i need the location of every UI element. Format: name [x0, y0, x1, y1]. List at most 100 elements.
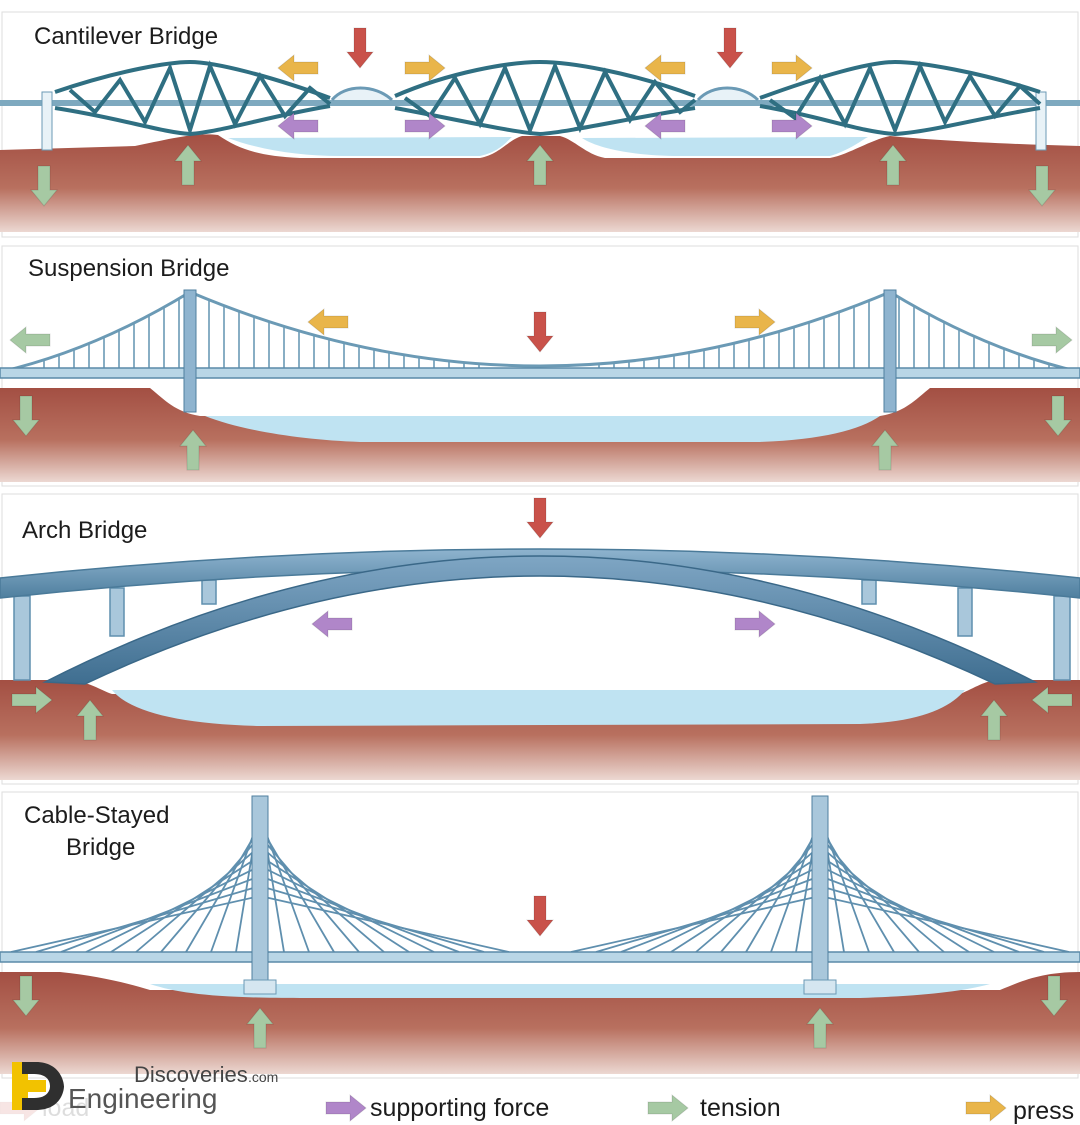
legend-compression-label: press — [1013, 1097, 1074, 1125]
suspension-main-cable — [189, 290, 891, 368]
tension-arrow — [1027, 165, 1057, 207]
cable-stayed-pylon-right — [811, 795, 829, 983]
tension-arrow — [75, 699, 105, 741]
tension-arrow — [29, 165, 59, 207]
legend-tension-label: tension — [700, 1094, 781, 1122]
cable-stayed-deck — [0, 951, 1080, 963]
watermark-brand-line1: Discoveries — [134, 1062, 248, 1087]
stay-cable — [819, 875, 1020, 953]
cantilever-right-abutment — [1035, 91, 1047, 151]
tension-arrow — [11, 975, 41, 1017]
cantilever-water-right — [582, 137, 868, 156]
tension-arrow — [9, 325, 51, 355]
stay-cable — [259, 885, 485, 953]
supporting-force-arrow — [734, 609, 776, 639]
stay-cable — [819, 885, 1045, 953]
cable-stayed-pylon-left — [251, 795, 269, 983]
suspension-tower-right — [883, 289, 897, 413]
legend-supporting-force-arrow — [325, 1093, 367, 1123]
supporting-force-arrow — [311, 609, 353, 639]
compression-arrow — [734, 307, 776, 337]
cable-stayed-pier-left — [243, 979, 277, 995]
tension-arrow — [11, 685, 53, 715]
stay-cable — [819, 825, 895, 953]
tension-arrow — [805, 1007, 835, 1049]
tension-arrow — [1031, 685, 1073, 715]
suspension-cable-right-backstay — [889, 290, 1080, 374]
tension-arrow — [1043, 395, 1073, 437]
supporting-force-arrow — [771, 111, 813, 141]
compression-arrow — [404, 53, 446, 83]
force-arrows — [9, 27, 1073, 1049]
arch-panel: Arch Bridge — [0, 493, 1080, 785]
cantilever-truss-middle — [394, 59, 697, 137]
tension-arrow — [11, 395, 41, 437]
cantilever-suspended-span-left — [330, 86, 394, 102]
load-arrow — [525, 497, 555, 539]
stay-cable — [185, 825, 261, 953]
arch-rib — [42, 555, 1038, 685]
stay-cable — [620, 875, 821, 953]
compression-arrow — [307, 307, 349, 337]
stay-cable — [570, 895, 821, 953]
arch-deck — [0, 548, 1080, 599]
cantilever-panel: Cantilever Bridge — [0, 11, 1080, 238]
suspension-cable-left-backstay — [0, 290, 191, 374]
watermark: Discoveries .com Engineering — [0, 1062, 280, 1125]
compression-arrow — [644, 53, 686, 83]
stay-cable — [259, 825, 335, 953]
cantilever-truss-left — [54, 59, 332, 137]
stay-cable — [595, 885, 821, 953]
load-arrow — [715, 27, 745, 69]
watermark-brand-suffix: .com — [248, 1069, 278, 1085]
stay-cable — [259, 895, 510, 953]
watermark-logo-icon — [12, 1062, 64, 1110]
cantilever-left-abutment — [41, 91, 53, 151]
arch-water — [112, 690, 965, 726]
cable-stayed-panel: Cable-Stayed Bridge — [0, 791, 1080, 1079]
load-arrow — [345, 27, 375, 69]
supporting-force-arrow — [644, 111, 686, 141]
stay-cable — [259, 875, 460, 953]
tension-arrow — [178, 429, 208, 471]
cantilever-title: Cantilever Bridge — [34, 23, 218, 50]
supporting-force-arrow — [404, 111, 446, 141]
suspension-deck — [0, 367, 1080, 379]
cantilever-truss-right — [759, 59, 1042, 137]
stay-cable — [745, 825, 821, 953]
cantilever-suspended-span-right — [696, 86, 760, 102]
suspension-water — [205, 416, 880, 442]
cable-stayed-cables — [10, 805, 1070, 953]
arch-title: Arch Bridge — [22, 517, 147, 544]
compression-arrow — [771, 53, 813, 83]
stay-cable — [10, 895, 261, 953]
tension-arrow — [173, 144, 203, 186]
cable-stayed-pier-right — [803, 979, 837, 995]
tension-arrow — [1031, 325, 1073, 355]
compression-arrow — [277, 53, 319, 83]
watermark-brand-line2: Engineering — [68, 1083, 217, 1114]
suspension-title: Suspension Bridge — [28, 255, 229, 282]
cantilever-water-left — [228, 137, 512, 156]
tension-arrow — [979, 699, 1009, 741]
load-arrow — [525, 311, 555, 353]
stay-cable — [35, 885, 261, 953]
cable-stayed-title-line2: Bridge — [66, 834, 135, 861]
load-arrow — [525, 895, 555, 937]
cable-stayed-title-line1: Cable-Stayed — [24, 802, 169, 829]
stay-cable — [819, 895, 1070, 953]
supporting-force-arrow — [277, 111, 319, 141]
cable-stayed-water — [150, 984, 990, 998]
suspension-hangers — [43, 297, 1050, 368]
tension-arrow — [878, 144, 908, 186]
tension-arrow — [245, 1007, 275, 1049]
tension-arrow — [1039, 975, 1069, 1017]
suspension-panel: Suspension Bridge — [0, 245, 1080, 487]
legend-supporting-force-label: supporting force — [370, 1094, 549, 1122]
legend-compression-arrow — [965, 1093, 1007, 1123]
stay-cable — [60, 875, 261, 953]
tension-arrow — [870, 429, 900, 471]
legend-tension-arrow — [647, 1093, 689, 1123]
